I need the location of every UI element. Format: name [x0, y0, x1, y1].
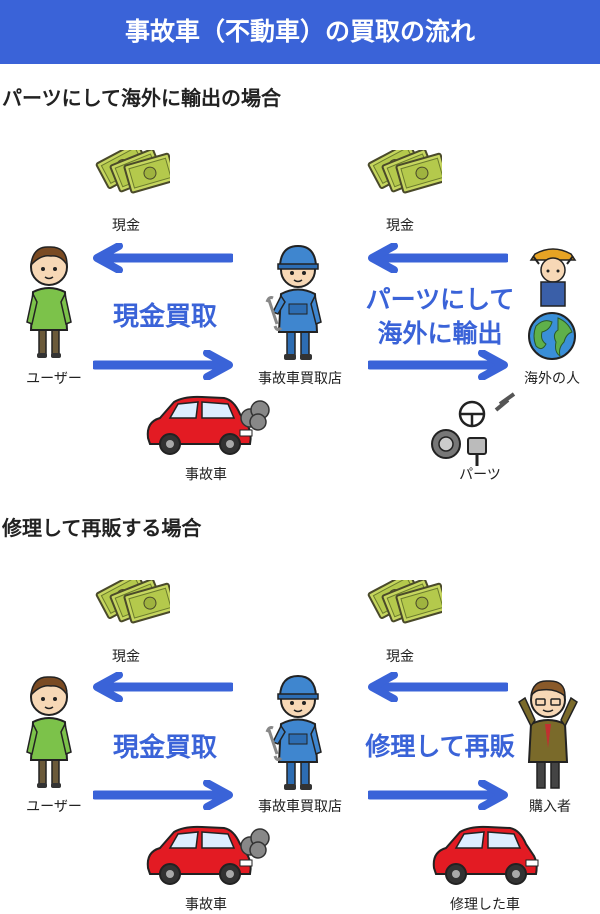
smoke-icon [240, 826, 272, 860]
cash-purchase-text: 現金買取 [112, 733, 217, 763]
repair-resale-text: 修理して再販 [365, 732, 515, 761]
damaged-car-icon [140, 392, 256, 456]
section-1-heading: パーツにして海外に輸出の場合 [2, 86, 281, 110]
damaged-car-label: 事故車 [185, 897, 227, 913]
smoke-icon [240, 398, 272, 432]
cash-label-right: 現金 [386, 649, 414, 665]
overseas-person-icon [525, 246, 581, 310]
overseas-label: 海外の人 [524, 371, 580, 387]
globe-icon [528, 312, 576, 360]
arrow-left [93, 672, 233, 702]
mechanic-icon [265, 240, 325, 364]
cash-label-left: 現金 [112, 218, 140, 234]
parts-label: パーツ [459, 467, 501, 483]
section-2-heading: 修理して再販する場合 [2, 516, 202, 540]
buyer-label: 購入者 [529, 799, 571, 815]
damaged-car-icon [140, 822, 256, 886]
page-title: 事故車（不動車）の買取の流れ [0, 0, 600, 64]
money-icon [90, 580, 170, 640]
export-text-line1: パーツにして [365, 285, 515, 314]
arrow-right [93, 350, 233, 380]
cash-label-left: 現金 [112, 649, 140, 665]
mechanic-icon [265, 670, 325, 794]
arrow-left [368, 672, 508, 702]
damaged-car-label: 事故車 [185, 467, 227, 483]
buyer-icon [515, 672, 579, 794]
arrow-right [368, 350, 508, 380]
repaired-car-icon [426, 822, 542, 886]
user-label: ユーザー [26, 799, 82, 815]
user-icon [21, 670, 77, 792]
money-icon [90, 150, 170, 210]
arrow-right [93, 780, 233, 810]
shop-label: 事故車買取店 [258, 371, 342, 387]
cash-purchase-text: 現金買取 [112, 302, 217, 332]
cash-label-right: 現金 [386, 218, 414, 234]
money-icon [362, 150, 442, 210]
shop-label: 事故車買取店 [258, 799, 342, 815]
arrow-left [368, 243, 508, 273]
parts-icon [430, 392, 524, 468]
repaired-car-label: 修理した車 [450, 897, 520, 913]
money-icon [362, 580, 442, 640]
arrow-right [368, 780, 508, 810]
arrow-left [93, 243, 233, 273]
export-text-line2: 海外に輸出 [377, 319, 503, 348]
user-icon [21, 240, 77, 362]
user-label: ユーザー [26, 371, 82, 387]
